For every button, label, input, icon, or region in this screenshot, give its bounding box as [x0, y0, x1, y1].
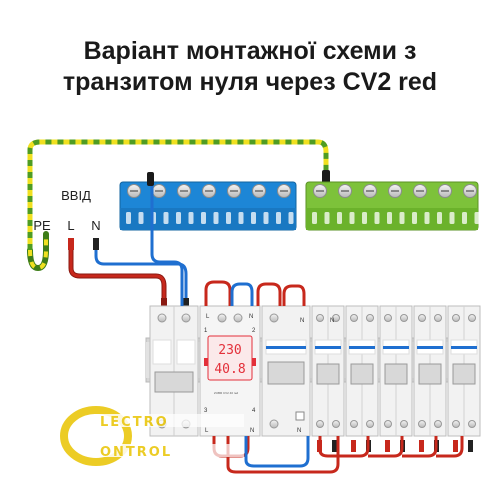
bus-slot: [487, 212, 492, 224]
bus-slot: [349, 212, 355, 224]
relay-button-right[interactable]: [252, 358, 256, 366]
bus-slot: [163, 212, 169, 224]
rcd-handle[interactable]: [267, 361, 305, 385]
branch-breaker-handle[interactable]: [316, 363, 340, 385]
bus-slot: [301, 212, 306, 224]
title-line-2: транзитом нуля через CV2 red: [62, 68, 438, 96]
breaker-terminal-n: N: [330, 318, 334, 324]
relay-terminal-2: 2: [252, 328, 256, 334]
bus-slot: [188, 212, 194, 224]
n-label: N: [91, 218, 100, 233]
bus-slot: [387, 212, 392, 224]
neutral-bus-bar: [119, 181, 306, 231]
pe-label: PE: [33, 218, 51, 233]
bus-slot: [362, 212, 367, 224]
rcd-device: N N: [261, 305, 311, 437]
rcd-test-button[interactable]: [295, 411, 305, 421]
bus-slot: [288, 212, 294, 224]
bus-slot: [449, 212, 455, 224]
diagram-title: Варіант монтажної схеми з транзитом нуля…: [0, 36, 500, 98]
relay-bottom-n: N: [250, 428, 254, 434]
title-line-1: Варіант монтажної схеми з: [83, 37, 417, 65]
electrocontrol-watermark: LECTRO ONTROL: [60, 406, 244, 466]
bus-slot: [337, 212, 342, 224]
relay-terminal-1: 1: [204, 328, 208, 334]
bus-slot: [312, 212, 317, 224]
bus-slot: [324, 212, 330, 224]
pe-ferrule: [322, 170, 330, 184]
input-live-wire: [68, 238, 167, 310]
rcd-terminal-n: N: [300, 318, 304, 324]
bus-slot: [213, 212, 219, 224]
bus-feed-wires: [147, 172, 154, 186]
input-label: ВВІД: [61, 188, 91, 203]
bus-slot: [263, 212, 269, 224]
bus-slot: [226, 212, 231, 224]
bus-slot: [399, 212, 405, 224]
watermark-line-1: LECTRO: [100, 415, 169, 430]
input-terminals: ВВІД PE L N: [33, 188, 100, 233]
watermark-line-2: ONTROL: [100, 445, 172, 460]
relay-terminal-l: L: [206, 314, 210, 320]
bus-slot: [412, 212, 417, 224]
relay-terminal-4: 4: [252, 408, 256, 414]
branch-breaker-handle[interactable]: [384, 363, 408, 385]
bus-slot: [276, 212, 281, 224]
branch-breakers: N: [311, 305, 481, 452]
bus-slot: [251, 212, 256, 224]
pe-bus-bar: [305, 181, 492, 231]
relay-terminal-3: 3: [204, 408, 208, 414]
branch-breaker: [447, 305, 481, 452]
pe-wire: [27, 139, 330, 272]
bus-slot: [201, 212, 206, 224]
relay-terminal-n: N: [249, 314, 253, 320]
relay-display-current: 40.8: [214, 362, 245, 377]
bus-slot: [437, 212, 442, 224]
relay-model: ZUBR CV2 40 red: [214, 391, 239, 395]
l-label: L: [67, 218, 74, 233]
main-breaker-handle[interactable]: [154, 371, 194, 393]
bus-slot: [238, 212, 244, 224]
relay-button-left[interactable]: [204, 358, 208, 366]
relay-bottom-l: L: [205, 428, 209, 434]
branch-breaker-handle[interactable]: [350, 363, 374, 385]
bus-slot: [474, 212, 480, 224]
branch-breaker: N: [311, 305, 345, 452]
branch-breaker: [379, 305, 413, 452]
bus-slot: [374, 212, 380, 224]
branch-breaker: [345, 305, 379, 452]
bus-slot: [126, 212, 131, 224]
branch-breaker: [413, 305, 447, 452]
rcd-bottom-n: N: [297, 428, 301, 434]
bus-slot: [138, 212, 144, 224]
input-neutral-wire: [93, 238, 189, 310]
bus-slot: [176, 212, 181, 224]
bus-slot: [424, 212, 430, 224]
branch-breaker-handle[interactable]: [418, 363, 442, 385]
relay-display-voltage: 230: [218, 343, 241, 358]
branch-breaker-handle[interactable]: [452, 363, 476, 385]
top-jumper-wires: [150, 186, 306, 306]
bus-slot: [462, 212, 467, 224]
